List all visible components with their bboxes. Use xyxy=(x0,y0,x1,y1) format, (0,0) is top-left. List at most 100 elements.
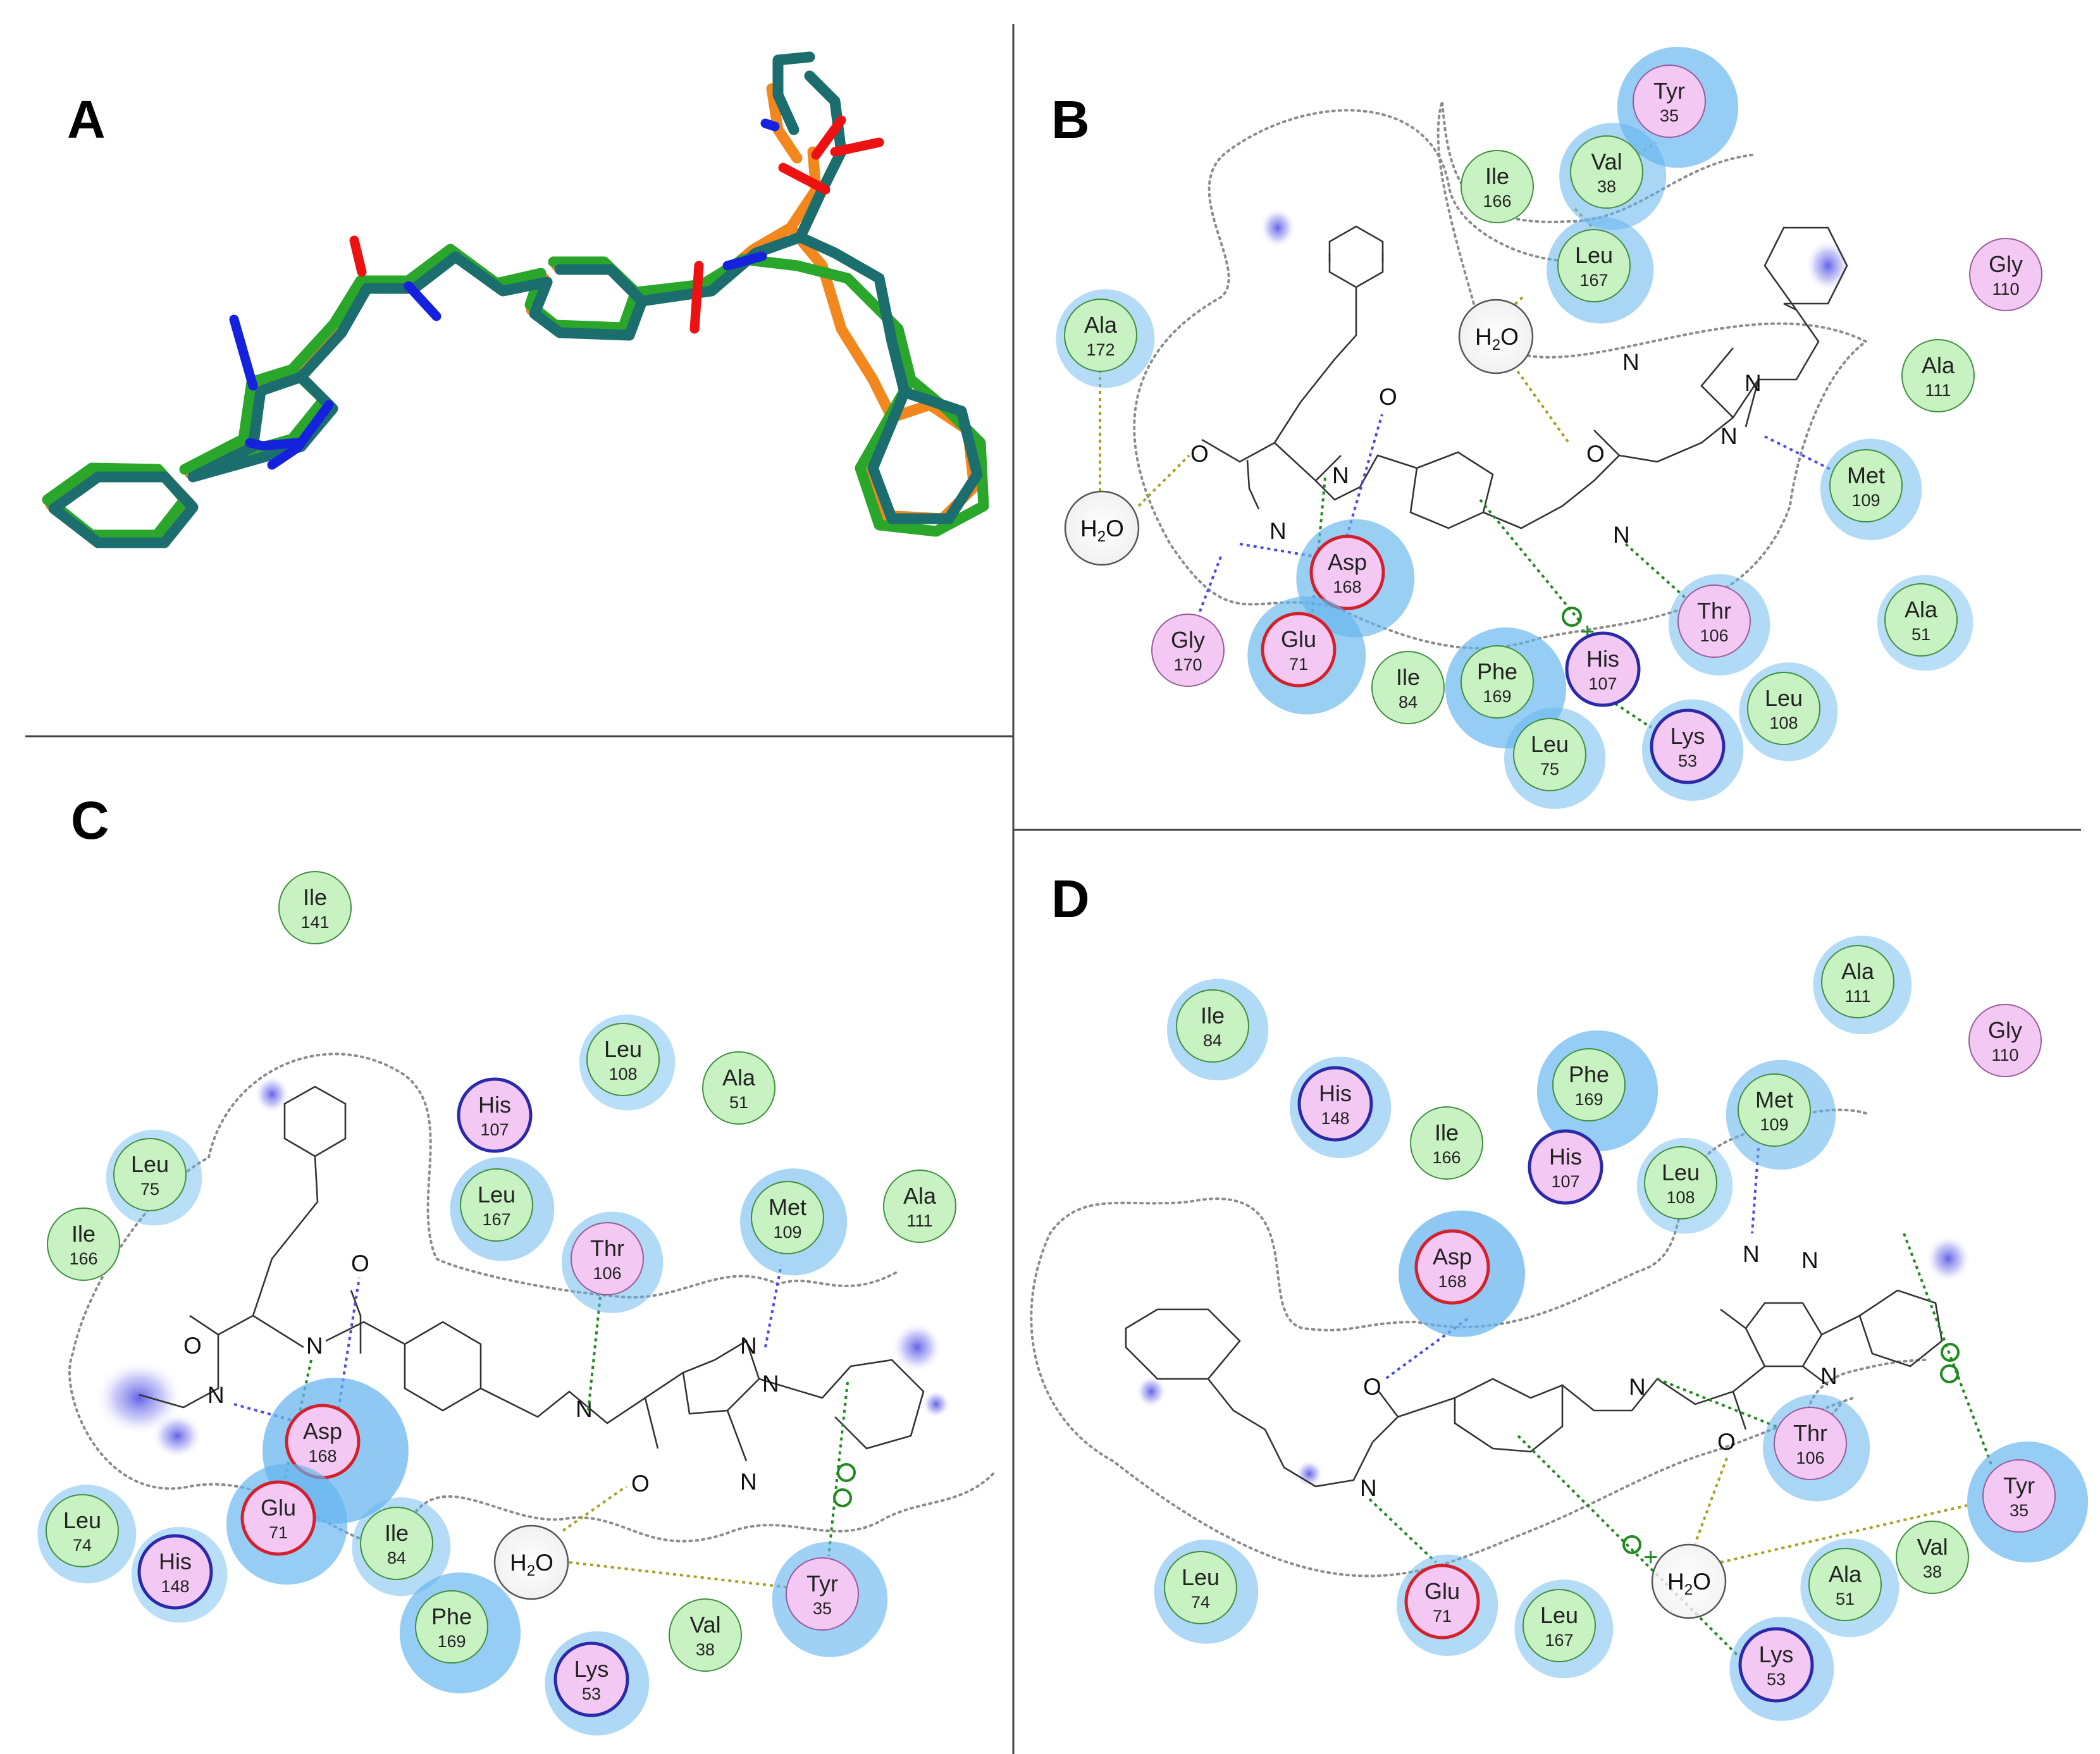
d-atom-n: N xyxy=(1801,1247,1819,1273)
residue-number: 111 xyxy=(906,1211,932,1230)
residue-name: Ala xyxy=(1841,958,1875,984)
residue-number: 75 xyxy=(1540,760,1559,779)
pose-heteroatoms xyxy=(229,115,884,470)
residue-number: 75 xyxy=(140,1180,159,1199)
residue-number: 166 xyxy=(1483,192,1511,211)
residue-name: Phe xyxy=(1569,1061,1609,1087)
residue-number: 51 xyxy=(1912,625,1930,644)
residue-name: Leu xyxy=(131,1151,169,1177)
residue-disc xyxy=(1176,989,1249,1063)
residue-name: Tyr xyxy=(806,1571,838,1597)
residue-number: 71 xyxy=(1289,655,1308,674)
residue-disc xyxy=(786,1557,859,1631)
residue-disc xyxy=(1522,1589,1596,1662)
residue-number: 38 xyxy=(1597,177,1616,196)
residue-number: 167 xyxy=(482,1210,510,1229)
residue-disc xyxy=(1528,1129,1603,1205)
d-pi-stacking-icon xyxy=(1622,1535,1641,1554)
b-water: H2O xyxy=(1064,490,1140,566)
residue-disc xyxy=(1064,299,1137,372)
residue-number: 141 xyxy=(300,913,329,932)
residue-number: 84 xyxy=(387,1548,406,1567)
residue-number: 53 xyxy=(582,1684,601,1703)
residue-disc xyxy=(1738,1073,1811,1147)
residue-number: 51 xyxy=(1836,1590,1855,1609)
b-atom-n: N xyxy=(1720,423,1738,449)
residue-disc xyxy=(1513,718,1586,791)
residue-disc xyxy=(586,1023,660,1096)
c-water: H2O xyxy=(493,1524,569,1600)
residue-number: 38 xyxy=(696,1640,715,1659)
residue-disc xyxy=(1164,1551,1237,1624)
d-exposure-spot xyxy=(1925,1235,1971,1283)
residue-name: Leu xyxy=(1531,731,1569,757)
b-pocket-contour xyxy=(1133,101,1868,650)
residue-disc xyxy=(360,1507,433,1580)
residue-number: 168 xyxy=(308,1447,337,1466)
residue-number: 35 xyxy=(2010,1501,2029,1520)
b-exposure-spot xyxy=(1805,239,1851,292)
residue-d-tyr35: Tyr 35 xyxy=(1967,1442,2089,1563)
d-pocket-contour xyxy=(1030,1108,1930,1578)
residue-number: 35 xyxy=(1660,106,1679,125)
residue-number: 108 xyxy=(1769,713,1798,732)
residue-number: 169 xyxy=(1574,1090,1603,1109)
c-atom-n: N xyxy=(576,1396,593,1422)
residue-disc xyxy=(553,1641,629,1717)
c-exposure-spot xyxy=(892,1322,942,1373)
residue-disc xyxy=(1414,1229,1490,1305)
residue-number: 107 xyxy=(480,1120,509,1139)
residue-number: 109 xyxy=(1760,1115,1788,1134)
residue-b-leu75: Leu 75 xyxy=(1504,707,1606,810)
residue-disc xyxy=(415,1590,488,1664)
residue-number: 167 xyxy=(1579,271,1608,290)
residue-number: 35 xyxy=(813,1599,832,1618)
residue-disc xyxy=(1738,1627,1814,1703)
residue-disc xyxy=(1829,449,1903,522)
residue-number: 110 xyxy=(1992,280,2019,299)
b-ligand xyxy=(1201,225,1848,529)
residue-name: Leu xyxy=(1575,242,1613,268)
residue-disc xyxy=(278,871,352,944)
residue-d-phe169: Phe 169 xyxy=(1536,1030,1658,1152)
c-atom-o: O xyxy=(351,1251,369,1276)
residue-disc xyxy=(1901,339,1975,412)
residue-name: Tyr xyxy=(2003,1473,2035,1498)
residue-name: Leu xyxy=(1540,1602,1578,1628)
residue-name: His xyxy=(1319,1080,1352,1106)
residue-name: Ala xyxy=(1084,312,1118,338)
svg-text:H2O: H2O xyxy=(1475,324,1519,354)
c-exposure-spot xyxy=(254,1075,290,1113)
b-atom-n: N xyxy=(1622,349,1640,375)
residue-name: Leu xyxy=(478,1182,516,1207)
residue-name: Tyr xyxy=(1653,78,1685,104)
residue-disc xyxy=(1821,945,1894,1018)
c-exposure-spot xyxy=(95,1360,183,1436)
residue-b-leu167: Leu 167 xyxy=(1547,216,1654,324)
d-atom-n: N xyxy=(1360,1475,1377,1501)
residue-disc xyxy=(669,1598,742,1672)
d-atom-o: O xyxy=(1363,1374,1381,1400)
residue-name: Lys xyxy=(1671,723,1705,749)
panel-d-interaction-map: N O N O N N N + H2O Ala111Gly110Ile84His… xyxy=(1030,936,2089,1721)
